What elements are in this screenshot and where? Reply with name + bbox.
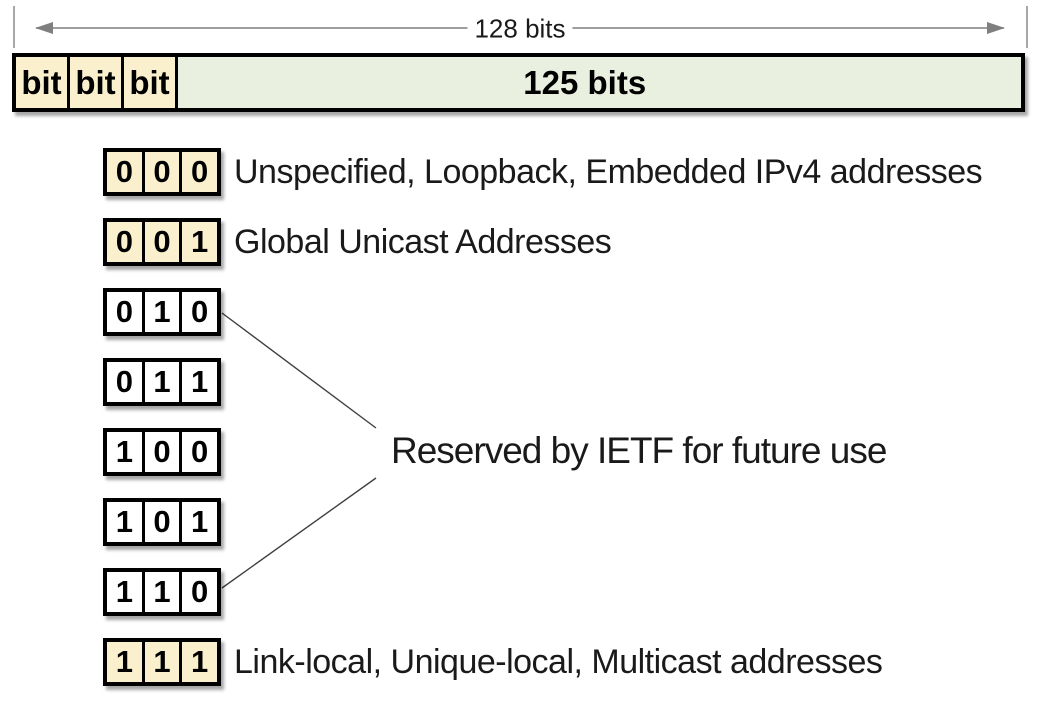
bit-row-000: 0 0 0 bbox=[103, 148, 221, 196]
bit-row-100: 1 0 0 bbox=[103, 428, 221, 476]
bit-row-010: 0 1 0 bbox=[103, 288, 221, 336]
bit-cell: 0 bbox=[182, 152, 218, 192]
bit-cell: 0 bbox=[182, 292, 218, 332]
bit-cell: 0 bbox=[107, 362, 145, 402]
bar-body-field: 125 bits bbox=[178, 57, 1021, 108]
bit-row-001: 0 0 1 bbox=[103, 218, 221, 266]
bit-cell: 1 bbox=[144, 642, 183, 682]
bit-cell: 0 bbox=[107, 222, 145, 262]
bit-cell: 0 bbox=[144, 222, 183, 262]
bit-cell: 0 bbox=[144, 432, 183, 472]
address-format-bar: bit bit bit 125 bits bbox=[12, 53, 1025, 112]
bit-cell: 0 bbox=[107, 152, 145, 192]
bit-cell: 1 bbox=[144, 362, 183, 402]
bit-cell: 1 bbox=[182, 642, 218, 682]
bit-cell: 0 bbox=[144, 152, 183, 192]
bit-cell: 1 bbox=[182, 362, 218, 402]
bit-cell: 1 bbox=[107, 502, 145, 542]
bit-cell: 1 bbox=[144, 572, 183, 612]
bit-cell: 1 bbox=[107, 432, 145, 472]
bit-cell: 1 bbox=[182, 502, 218, 542]
bit-row-011: 0 1 1 bbox=[103, 358, 221, 406]
connector-line-bottom bbox=[221, 477, 377, 589]
bit-cell: 1 bbox=[182, 222, 218, 262]
reserved-note: Reserved by IETF for future use bbox=[391, 430, 887, 471]
connector-line-top bbox=[221, 312, 377, 429]
row-label-001: Global Unicast Addresses bbox=[234, 223, 612, 261]
bar-bit-cell: bit bbox=[16, 57, 70, 108]
bar-body-label: 125 bits bbox=[523, 63, 647, 101]
bit-cell: 0 bbox=[182, 572, 218, 612]
bit-cell: 1 bbox=[107, 642, 145, 682]
bit-cell: 0 bbox=[107, 292, 145, 332]
bit-row-101: 1 0 1 bbox=[103, 498, 221, 546]
row-label-000: Unspecified, Loopback, Embedded IPv4 add… bbox=[234, 153, 983, 191]
bar-bit-cell: bit bbox=[124, 57, 178, 108]
row-label-111: Link-local, Unique-local, Multicast addr… bbox=[234, 643, 883, 681]
bit-cell: 0 bbox=[182, 432, 218, 472]
span-arrowhead-left bbox=[35, 22, 53, 34]
span-arrowhead-right bbox=[987, 22, 1005, 34]
bit-cell: 1 bbox=[107, 572, 145, 612]
span-width-label: 128 bits bbox=[467, 13, 573, 45]
bar-bit-cell: bit bbox=[70, 57, 124, 108]
bit-row-110: 1 1 0 bbox=[103, 568, 221, 616]
bit-row-111: 1 1 1 bbox=[103, 638, 221, 686]
bit-cell: 1 bbox=[144, 292, 183, 332]
bit-cell: 0 bbox=[144, 502, 183, 542]
